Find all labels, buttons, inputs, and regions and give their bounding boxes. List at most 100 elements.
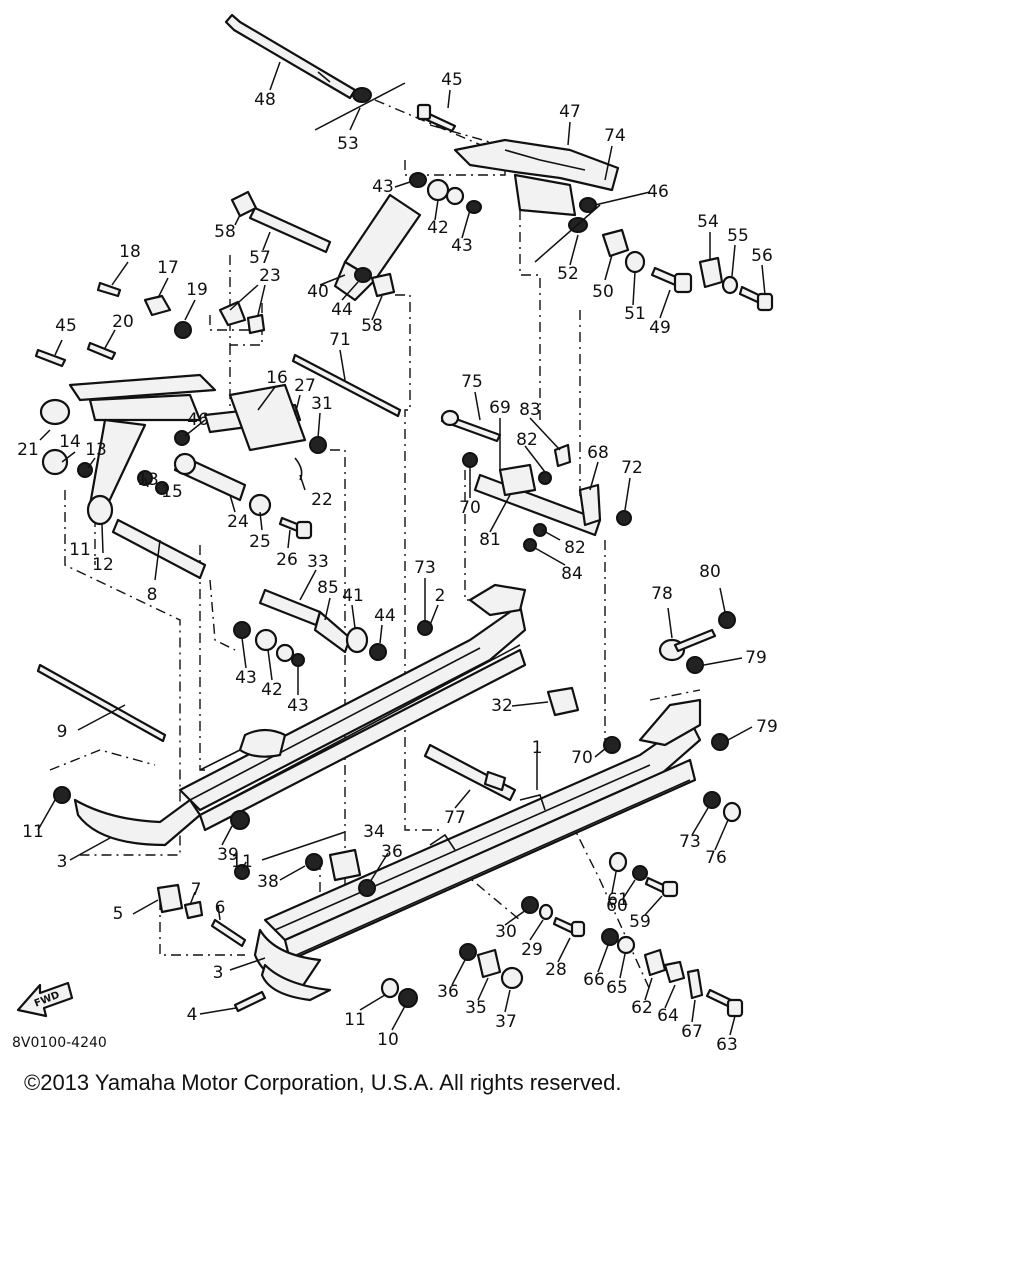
callout-label: 43 — [372, 177, 394, 197]
callout-label: 33 — [307, 552, 329, 572]
callout-label: 43 — [235, 668, 257, 688]
callout-label: 14 — [59, 432, 81, 452]
callout-label: 73 — [414, 558, 436, 578]
callout-label: 80 — [699, 562, 721, 582]
callout-label: 46 — [647, 182, 669, 202]
callout-label: 36 — [381, 842, 403, 862]
callout-label: 35 — [465, 998, 487, 1018]
callout-label: 28 — [545, 960, 567, 980]
callout-label: 13 — [137, 470, 159, 490]
callout-label: 37 — [495, 1012, 517, 1032]
callout-label: 30 — [495, 922, 517, 942]
callout-label: 25 — [249, 532, 271, 552]
callout-label: 8 — [147, 585, 158, 605]
callout-label: 19 — [186, 280, 208, 300]
callout-label: 79 — [756, 717, 778, 737]
callout-label: 11 — [231, 852, 253, 872]
suspension-parts — [16, 13, 774, 1018]
callout-label: 70 — [459, 498, 481, 518]
callout-label: 11 — [344, 1010, 366, 1030]
callout-label: 43 — [287, 696, 309, 716]
callout-label: 57 — [249, 248, 271, 268]
callout-label: 54 — [697, 212, 719, 232]
callout-label: 26 — [276, 550, 298, 570]
callout-label: 85 — [317, 578, 339, 598]
callout-label: 27 — [294, 376, 316, 396]
callout-label: 84 — [561, 564, 583, 584]
callout-label: 4 — [187, 1005, 198, 1025]
callout-label: 72 — [621, 458, 643, 478]
callout-label: 70 — [571, 748, 593, 768]
callout-label: 39 — [217, 845, 239, 865]
callout-label: 36 — [437, 982, 459, 1002]
callout-label: 47 — [559, 102, 581, 122]
callout-label: 38 — [257, 872, 279, 892]
callout-label: 45 — [55, 316, 77, 336]
callout-label: 52 — [557, 264, 579, 284]
callout-label: 77 — [444, 808, 466, 828]
callout-label: 82 — [516, 430, 538, 450]
callout-label: 41 — [342, 586, 364, 606]
callout-label: 83 — [519, 400, 541, 420]
callout-label: 56 — [751, 246, 773, 266]
callout-label: 55 — [727, 226, 749, 246]
callout-label: 69 — [489, 398, 511, 418]
callout-label: 17 — [157, 258, 179, 278]
callout-label: 44 — [331, 300, 353, 320]
callout-label: 13 — [85, 440, 107, 460]
callout-label: 53 — [337, 134, 359, 154]
callout-label: 67 — [681, 1022, 703, 1042]
callout-label: 45 — [441, 70, 463, 90]
callout-label: 20 — [112, 312, 134, 332]
callout-label: 22 — [311, 490, 333, 510]
callout-label: 61 — [607, 890, 629, 910]
callout-label: 21 — [17, 440, 39, 460]
callout-label: 48 — [254, 90, 276, 110]
callout-label: 75 — [461, 372, 483, 392]
callout-label: 7 — [191, 880, 202, 900]
callout-label: 66 — [583, 970, 605, 990]
callout-label: 64 — [657, 1006, 679, 1026]
callout-label: 16 — [266, 368, 288, 388]
callout-label: 74 — [604, 126, 626, 146]
callout-leaders — [37, 61, 766, 1036]
callout-label: 62 — [631, 998, 653, 1018]
callout-label: 24 — [227, 512, 249, 532]
copyright-notice: ©2013 Yamaha Motor Corporation, U.S.A. A… — [24, 1070, 622, 1095]
callout-label: 12 — [92, 555, 114, 575]
callout-label: 44 — [374, 606, 396, 626]
callout-label: 81 — [479, 530, 501, 550]
callout-numbers: 48 53 45 47 74 46 43 42 43 58 57 40 44 5… — [17, 70, 778, 1055]
callout-label: 42 — [427, 218, 449, 238]
callout-label: 6 — [215, 898, 226, 918]
callout-label: 78 — [651, 584, 673, 604]
callout-label: 46 — [187, 410, 209, 430]
callout-label: 65 — [606, 978, 628, 998]
diagram-code: 8V0100-4240 — [12, 1035, 107, 1051]
callout-label: 58 — [214, 222, 236, 242]
callout-label: 79 — [745, 648, 767, 668]
callout-label: 5 — [113, 904, 124, 924]
callout-label: 58 — [361, 316, 383, 336]
callout-label: 32 — [491, 696, 513, 716]
callout-label: 31 — [311, 394, 333, 414]
callout-label: 68 — [587, 443, 609, 463]
callout-label: 82 — [564, 538, 586, 558]
callout-label: 34 — [363, 822, 385, 842]
callout-label: 3 — [57, 852, 68, 872]
callout-label: 43 — [451, 236, 473, 256]
callout-label: 49 — [649, 318, 671, 338]
callout-label: 76 — [705, 848, 727, 868]
callout-label: 40 — [307, 282, 329, 302]
callout-label: 11 — [69, 540, 91, 560]
callout-label: 63 — [716, 1035, 738, 1055]
callout-label: 3 — [213, 963, 224, 983]
callout-label: 2 — [435, 586, 446, 606]
callout-label: 9 — [57, 722, 68, 742]
callout-label: 71 — [329, 330, 351, 350]
callout-label: 59 — [629, 912, 651, 932]
callout-label: 10 — [377, 1030, 399, 1050]
callout-label: 1 — [532, 738, 543, 758]
callout-label: 42 — [261, 680, 283, 700]
